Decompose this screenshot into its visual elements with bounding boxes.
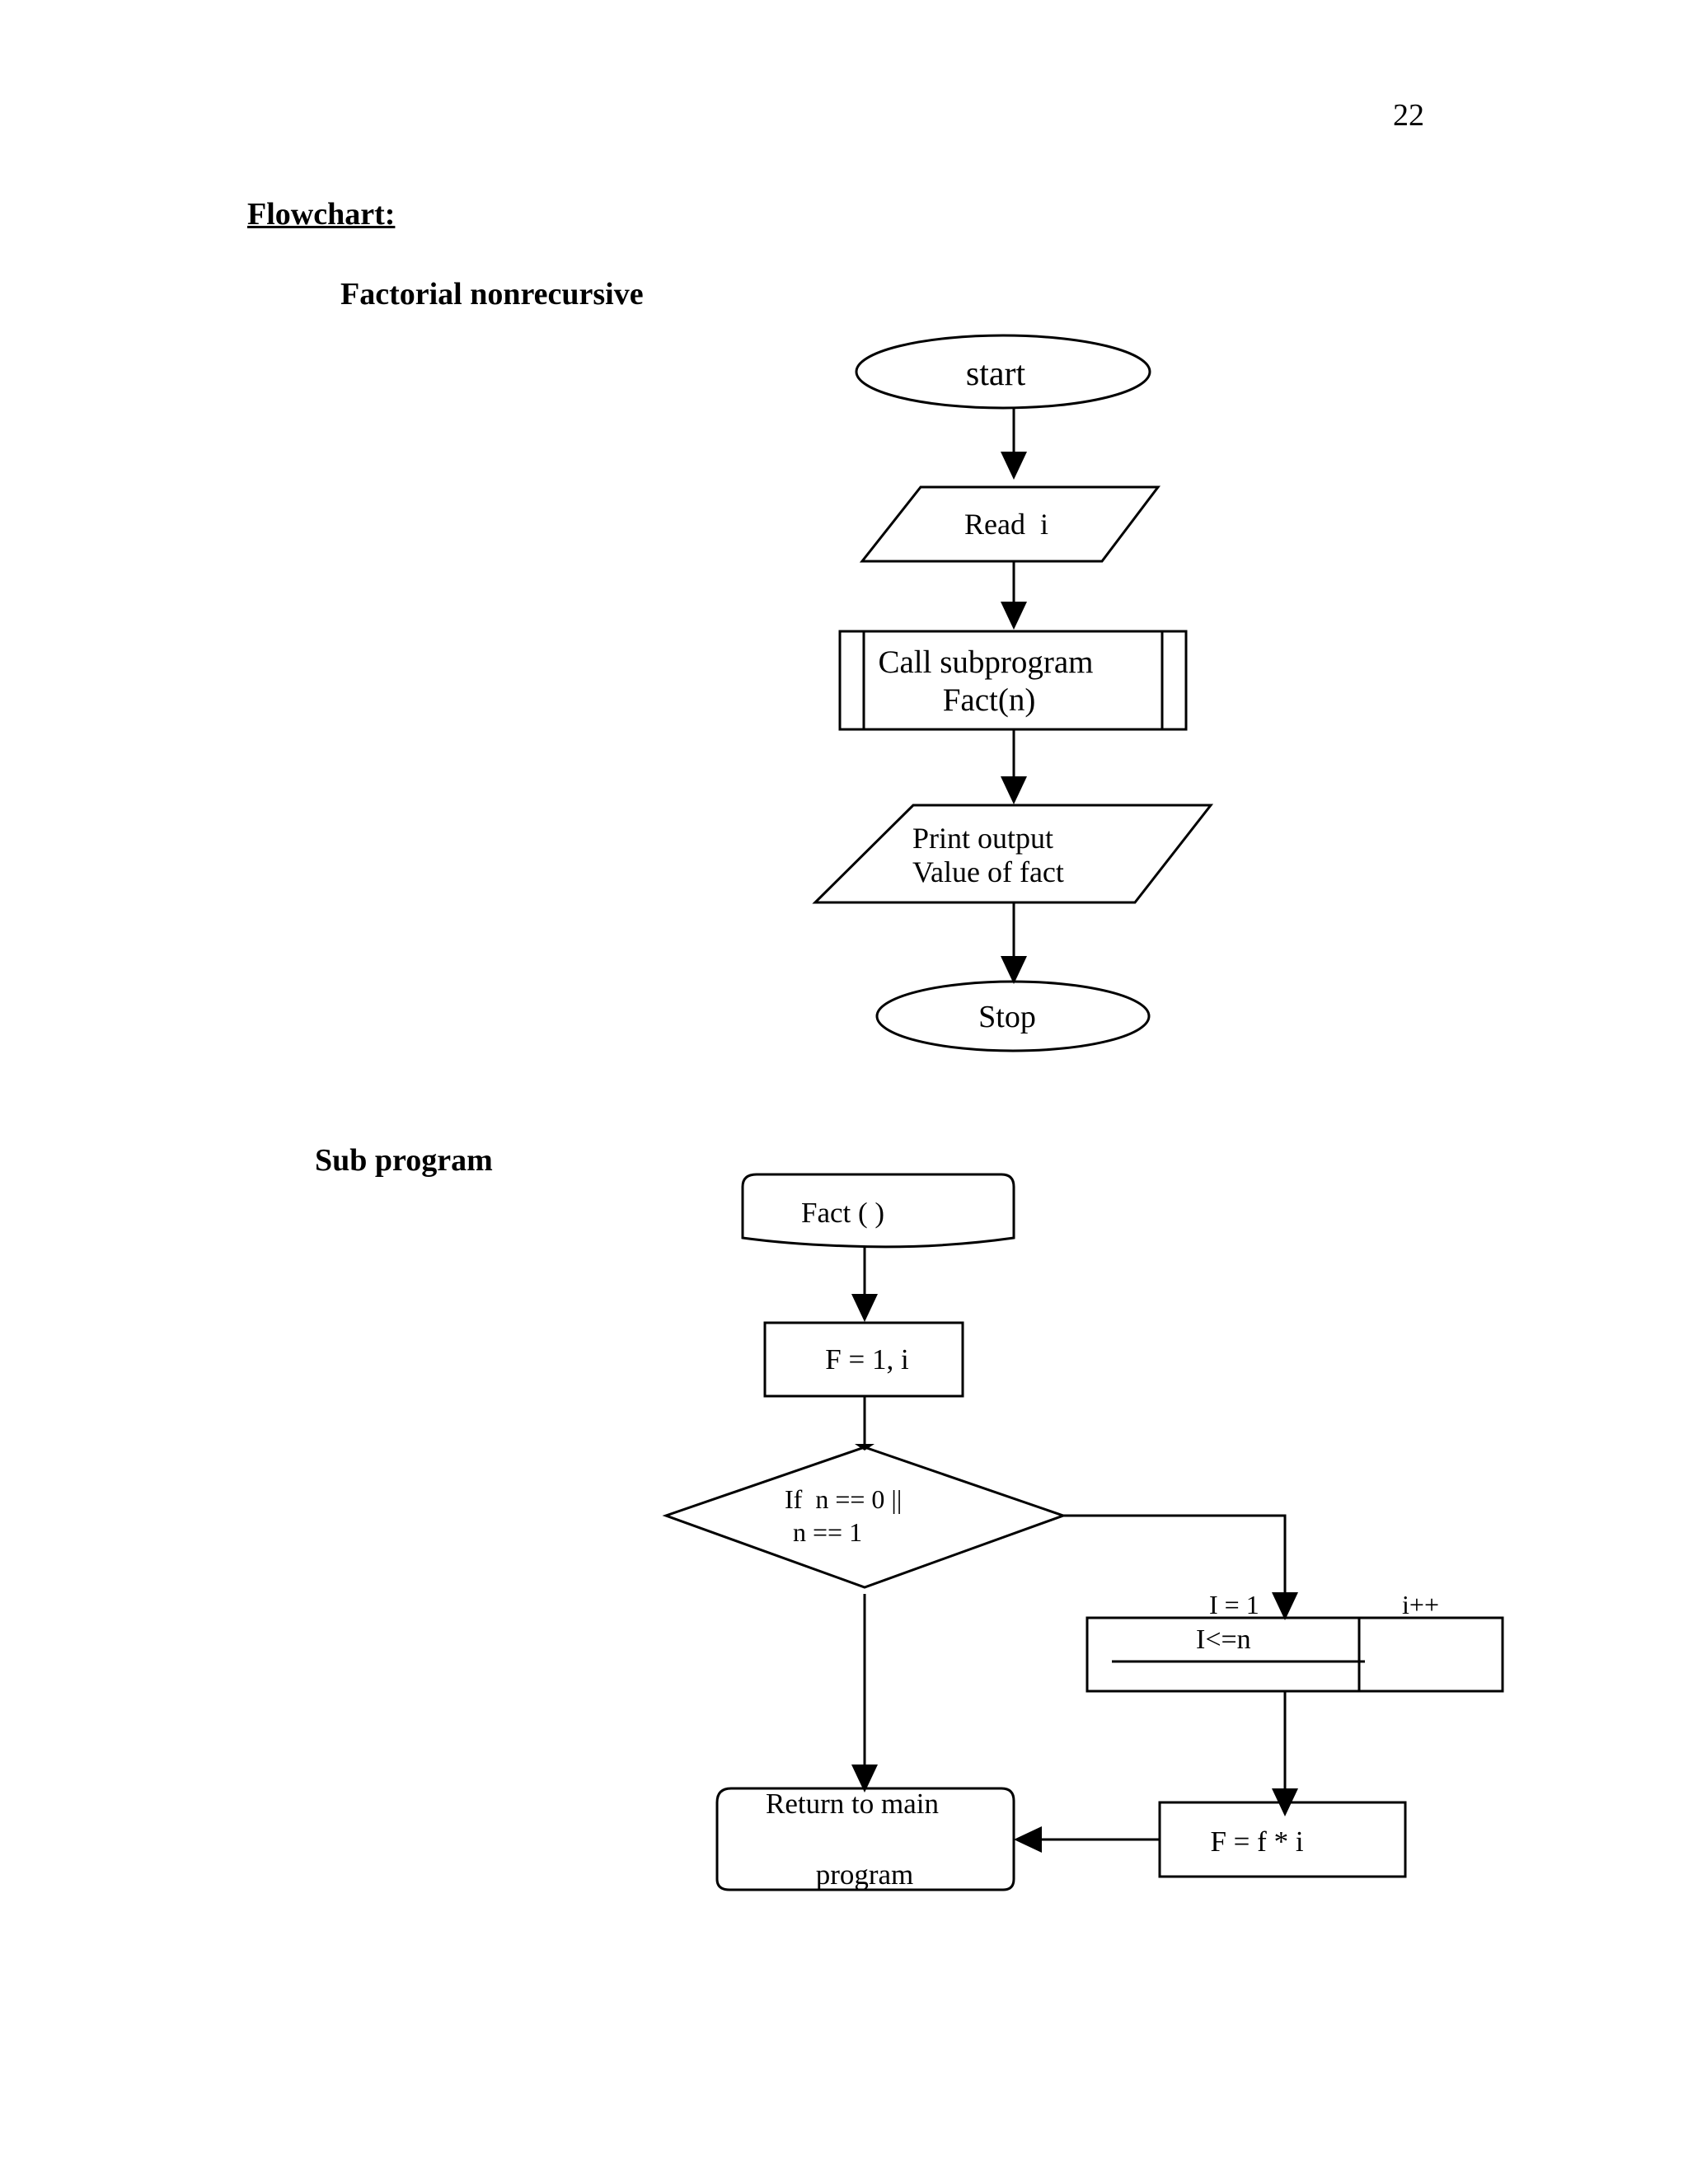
stop-label: Stop [978, 1000, 1036, 1034]
print-output-box [812, 804, 1214, 904]
init-label: F = 1, i [825, 1343, 909, 1376]
start-terminal [855, 334, 1151, 410]
call-label-line2: Fact(n) [943, 682, 1036, 718]
loop-box [1085, 1616, 1504, 1693]
return-label-line1: Return to main [766, 1788, 939, 1820]
condition-label-line1: If n == 0 || [785, 1484, 902, 1514]
print-label-line1: Print output [912, 822, 1053, 855]
return-box [715, 1787, 1015, 1891]
loop-condition-label: I<=n [1196, 1624, 1251, 1655]
fact-box [741, 1173, 1015, 1249]
fact-label: Fact ( ) [801, 1197, 884, 1229]
return-label-line2: program [816, 1858, 914, 1891]
condition-label-line2: n == 1 [793, 1517, 862, 1547]
start-label: start [966, 355, 1026, 393]
call-label-line1: Call subprogram [878, 644, 1093, 680]
section-title-main: Factorial nonrecursive [340, 277, 644, 312]
stop-terminal [875, 980, 1151, 1052]
read-label: Read i [964, 508, 1048, 541]
page-heading: Flowchart: [247, 197, 396, 232]
loop-increment-label: i++ [1402, 1590, 1439, 1619]
loop-init-label: I = 1 [1209, 1590, 1259, 1619]
read-input-box [859, 485, 1161, 563]
multiply-label: F = f * i [1210, 1825, 1303, 1858]
page-number: 22 [1393, 98, 1424, 133]
print-label-line2: Value of fact [912, 855, 1064, 888]
condition-diamond [662, 1446, 1067, 1589]
arrow-condition-loop [1063, 1514, 1287, 1592]
section-title-sub: Sub program [315, 1143, 493, 1178]
